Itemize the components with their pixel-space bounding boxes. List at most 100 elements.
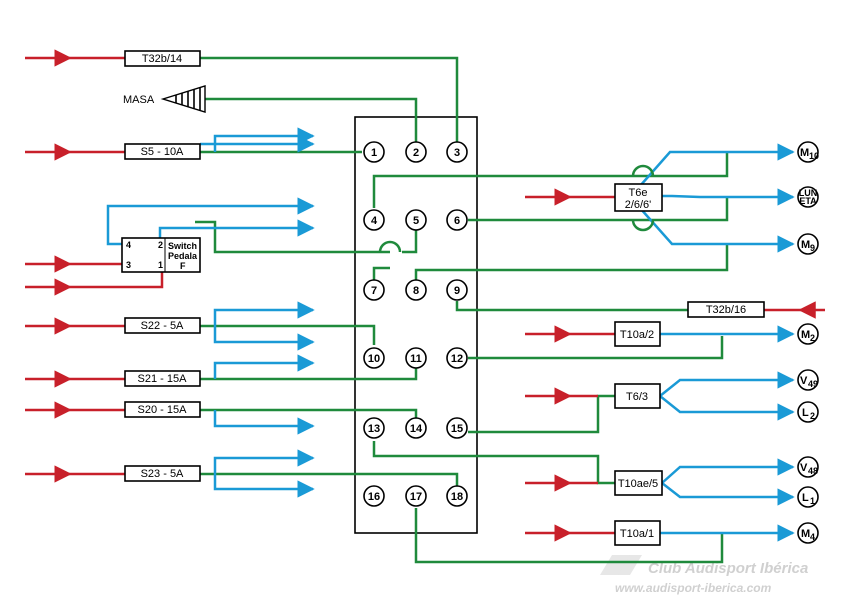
device-index: 2 [810, 333, 815, 343]
device-index: 1 [810, 496, 815, 506]
pin-number: 14 [410, 423, 423, 435]
device-l1: L 1 [797, 486, 819, 508]
device-m9: M 9 [797, 233, 819, 255]
device-index: 10 [809, 151, 819, 161]
device-symbol: M [801, 329, 810, 341]
relay-pin-17: 17 [405, 485, 427, 507]
device-index: 49 [808, 379, 818, 389]
relay-pin-18: 18 [446, 485, 468, 507]
pin-number: 11 [410, 353, 422, 365]
relay-pin-5: 5 [405, 209, 427, 231]
relay-pin-4: 4 [363, 209, 385, 231]
masa-ground: MASA [123, 85, 206, 113]
pin-circle [405, 141, 427, 163]
connector-t10a1: T10a/1 [614, 520, 661, 546]
pin-number: 15 [451, 423, 463, 435]
device-v49: V 49 [797, 369, 819, 391]
pin-number: 6 [454, 215, 460, 227]
device-index: 4 [810, 532, 815, 542]
pin-number: 7 [371, 285, 377, 297]
relay-pin-8: 8 [405, 279, 427, 301]
pin-circle [363, 347, 385, 369]
connector-t32b16: T32b/16 [687, 301, 765, 318]
device-symbol: L [802, 492, 809, 504]
switch-title-line1: Switch [168, 241, 197, 251]
relay-pin-12: 12 [446, 347, 468, 369]
relay-pin-1: 1 [363, 141, 385, 163]
device-luneta: LUN ETA [797, 186, 819, 208]
device-label-line1: LUN [799, 188, 818, 198]
pin-circle [405, 347, 427, 369]
pin-circle [446, 209, 468, 231]
pin-number: 3 [454, 147, 460, 159]
ground-icon [160, 85, 206, 113]
connector-t10a2: T10a/2 [614, 321, 661, 347]
fuse-s5: S5 - 10A [124, 143, 201, 160]
switch-pin-2: 2 [158, 240, 163, 250]
fuse-label: S23 - 5A [141, 468, 184, 480]
pin-number: 2 [413, 147, 419, 159]
relay-pin-2: 2 [405, 141, 427, 163]
pin-circle [446, 347, 468, 369]
relay-pin-11: 11 [405, 347, 427, 369]
device-v48: V 48 [797, 456, 819, 478]
input-wires [25, 49, 825, 542]
connector-label: T10a/1 [620, 528, 654, 540]
device-symbol: M [801, 528, 810, 540]
fuse-s20: S20 - 15A [124, 401, 201, 418]
pin-circle [446, 141, 468, 163]
fuse-label: T32b/14 [142, 53, 182, 65]
device-index: 2 [810, 411, 815, 421]
device-index: 48 [808, 466, 818, 476]
fuse-s22: S22 - 5A [124, 317, 201, 334]
relay-pin-6: 6 [446, 209, 468, 231]
relay-pin-16: 16 [363, 485, 385, 507]
output-wires [106, 127, 795, 542]
relay-pin-3: 3 [446, 141, 468, 163]
pin-circle [446, 417, 468, 439]
relay-pin-7: 7 [363, 279, 385, 301]
pin-circle [363, 485, 385, 507]
club-logo-icon [600, 555, 642, 575]
device-m4: M 4 [797, 522, 819, 544]
connector-label-line1: T6e [629, 187, 648, 199]
pin-circle [405, 417, 427, 439]
pin-circle [405, 485, 427, 507]
fuse-s21: S21 - 15A [124, 370, 201, 387]
wire-crossovers-t6e [631, 164, 655, 232]
connector-t63: T6/3 [614, 383, 661, 409]
pin-circle [446, 279, 468, 301]
device-symbol: V [800, 375, 808, 387]
fuse-label: S5 - 10A [141, 146, 184, 158]
pin-number: 16 [368, 491, 380, 503]
pin-circle [363, 141, 385, 163]
connector-label: T6/3 [626, 391, 648, 403]
device-label-line2: ETA [799, 196, 817, 206]
pedal-switch: 4 2 3 1 Switch Pedala F [121, 237, 201, 273]
watermark-title: Club Audisport Ibérica [648, 560, 808, 577]
pin-circle [363, 279, 385, 301]
switch-pin-f: F [180, 261, 186, 271]
pin-circle [405, 279, 427, 301]
switch-pin-3: 3 [126, 260, 131, 270]
connector-t6e: T6e 2/6/6' [614, 183, 663, 212]
device-symbol: M [800, 147, 809, 159]
pin-circle [363, 417, 385, 439]
device-symbol: L [802, 407, 809, 419]
device-m2: M 2 [797, 323, 819, 345]
pin-number: 4 [371, 215, 378, 227]
connector-label-line2: 2/6/6' [625, 199, 652, 211]
connector-t10ae5: T10ae/5 [614, 470, 663, 496]
switch-pin-4: 4 [126, 240, 131, 250]
pin-number: 5 [413, 215, 419, 227]
relay-pin-14: 14 [405, 417, 427, 439]
relay-pin-9: 9 [446, 279, 468, 301]
device-m10: M 10 [797, 141, 819, 163]
fuse-s23: S23 - 5A [124, 465, 201, 482]
pin-number: 10 [368, 353, 380, 365]
connector-label: T10a/2 [620, 329, 654, 341]
switch-title-line2: Pedala [168, 251, 198, 261]
watermark-url: www.audisport-iberica.com [615, 581, 772, 595]
